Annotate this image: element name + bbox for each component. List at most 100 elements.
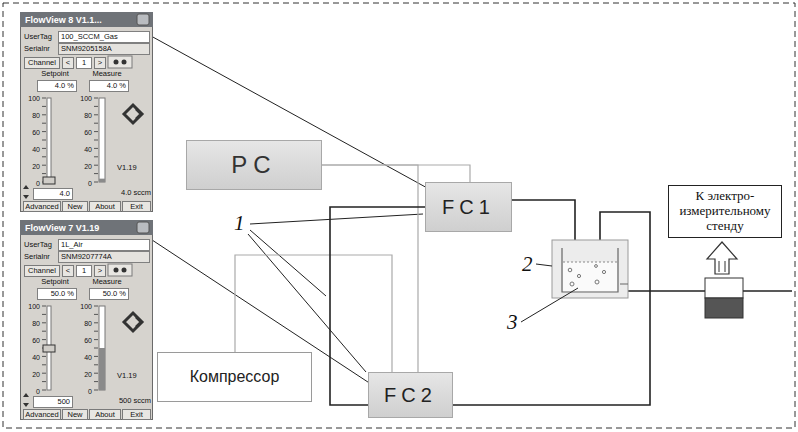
channel-button: Channel — [24, 57, 60, 69]
scale-tick — [94, 356, 98, 357]
window-text: 500 sccm — [79, 396, 151, 408]
scale-tick — [42, 148, 46, 149]
scale-tick — [42, 356, 46, 357]
connector — [322, 165, 470, 182]
scale-tick — [42, 106, 46, 107]
callout-number: 2 — [522, 254, 533, 275]
window-text: 500 — [33, 396, 73, 408]
led-button — [108, 264, 132, 276]
scale-number: 20 — [74, 370, 92, 379]
logo-diamond — [124, 105, 142, 123]
scale-tick — [94, 314, 98, 315]
channel-field: 1 — [76, 265, 92, 277]
setpoint-field: 4.0 % — [37, 80, 77, 92]
column-label: Setpoint — [33, 69, 77, 79]
scale-number: 40 — [74, 145, 92, 154]
led-button — [108, 56, 132, 68]
tag-field: 1L_Air — [58, 239, 150, 251]
field-label: UserTag — [24, 240, 58, 251]
field-label: Serialnr — [24, 44, 58, 55]
scale-number: 20 — [22, 370, 40, 379]
sensor — [705, 278, 743, 318]
scale-tick — [94, 348, 98, 349]
scale-tick — [42, 173, 46, 174]
scale-tick — [42, 322, 46, 323]
box-label: FC1 — [442, 196, 495, 219]
prev-button: < — [62, 265, 74, 277]
column-label: Setpoint — [33, 277, 77, 287]
scale-number: 40 — [22, 353, 40, 362]
window-button: About — [89, 201, 121, 212]
scale-tick — [94, 165, 98, 166]
scale-number: 80 — [22, 319, 40, 328]
window-title: FlowView 7 V1.19 — [25, 222, 135, 235]
window-text: V1.19 — [117, 163, 151, 173]
next-button: > — [94, 265, 106, 277]
signal-arrow — [707, 242, 737, 274]
column-label: Measure — [85, 69, 129, 79]
measure-fill — [99, 348, 105, 390]
box-label: К электро-измерительному стенду — [675, 189, 775, 234]
box-label: PC — [231, 151, 276, 179]
scale-number: 80 — [22, 111, 40, 120]
channel-field: 1 — [76, 57, 92, 69]
callout-number: 3 — [507, 312, 518, 333]
scale-number: 60 — [22, 128, 40, 137]
scale-tick — [94, 173, 98, 174]
leader-lines — [248, 214, 578, 372]
scale-tick — [42, 140, 46, 141]
scale-tick — [94, 322, 98, 323]
scale-number: 100 — [74, 302, 92, 311]
scale-tick — [42, 131, 46, 132]
box-label: Компрессор — [190, 368, 280, 386]
measure-field: 50.0 % — [89, 288, 129, 300]
scale-number: 40 — [74, 353, 92, 362]
window-button: Exit — [122, 201, 151, 212]
led — [114, 60, 119, 65]
scale-tick — [94, 114, 98, 115]
scale-tick — [94, 131, 98, 132]
scale-tick — [42, 381, 46, 382]
scale-tick — [42, 165, 46, 166]
scale-number: 0 — [74, 179, 92, 188]
setpoint-field: 50.0 % — [37, 288, 77, 300]
scale-tick — [94, 373, 98, 374]
connector — [322, 165, 418, 372]
led — [122, 268, 127, 273]
slider-handle — [43, 345, 55, 352]
scale-tick — [42, 306, 46, 307]
logo-chevron — [136, 109, 141, 119]
computer-box: PC — [186, 140, 322, 190]
window-text: 4.0 — [33, 188, 73, 200]
flow-controller: FC2 — [368, 372, 453, 418]
scale-tick — [94, 390, 98, 391]
scale-tick — [94, 381, 98, 382]
scale-tick — [42, 314, 46, 315]
slider-track — [47, 98, 51, 182]
scale-tick — [94, 123, 98, 124]
stand-box: К электро-измерительному стенду — [668, 185, 782, 238]
scale-tick — [94, 148, 98, 149]
field-label: Serialnr — [24, 252, 58, 263]
scale-tick — [42, 98, 46, 99]
scale-number: 0 — [22, 179, 40, 188]
led — [122, 60, 127, 65]
scale-number: 0 — [74, 387, 92, 396]
flowview-window: FlowView 7 V1.19UserTag1L_AirSerialnrSNM… — [20, 220, 153, 420]
prev-button: < — [62, 57, 74, 69]
column-label: Measure — [85, 277, 129, 287]
scale-tick — [94, 339, 98, 340]
window-title: FlowView 8 V1.1... — [25, 14, 135, 27]
dashed-frame — [3, 3, 795, 428]
logo-diamond — [124, 313, 142, 331]
scale-number: 60 — [22, 336, 40, 345]
window-button: About — [89, 409, 121, 420]
scale-tick — [94, 156, 98, 157]
scale-tick — [94, 364, 98, 365]
window-button: New — [62, 201, 88, 212]
scale-number: 60 — [74, 128, 92, 137]
scale-tick — [42, 123, 46, 124]
scale-number: 20 — [22, 162, 40, 171]
